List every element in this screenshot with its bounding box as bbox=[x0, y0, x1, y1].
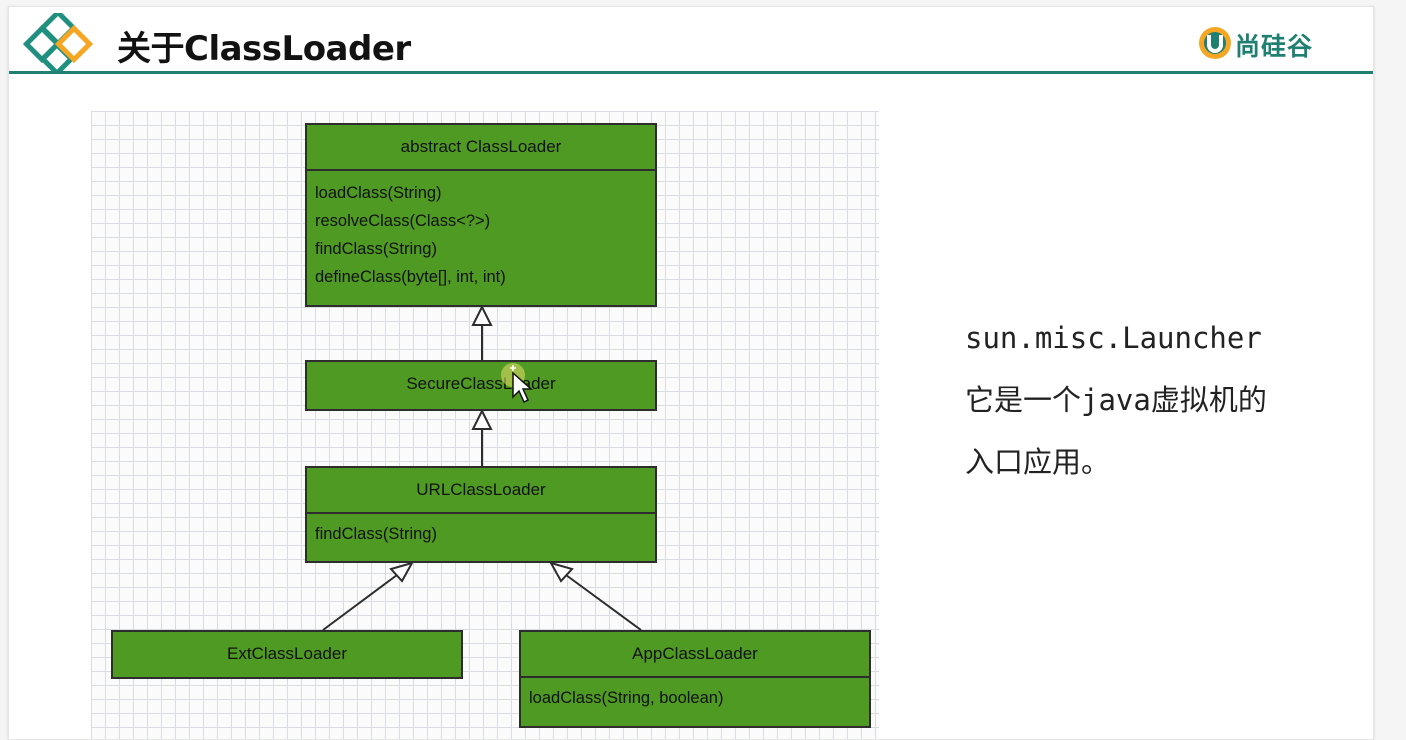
slide: 关于ClassLoader 尚硅谷 abst bbox=[8, 6, 1374, 740]
arrowhead-classloader bbox=[471, 304, 493, 326]
urlclassloader-name: URLClassLoader bbox=[307, 468, 655, 514]
extclassloader-name: ExtClassLoader bbox=[226, 644, 347, 663]
classloader-box: abstract ClassLoader loadClass(String) r… bbox=[305, 123, 657, 307]
slide-title: 关于ClassLoader bbox=[117, 29, 411, 69]
arrowhead-secure bbox=[471, 408, 493, 430]
title-underline bbox=[9, 71, 1373, 74]
appclassloader-name: AppClassLoader bbox=[521, 632, 869, 678]
edge-ext-to-url bbox=[322, 574, 398, 631]
method-item: loadClass(String) bbox=[315, 184, 442, 202]
launcher-note: sun.misc.Launcher 它是一个java虚拟机的 入口应用。 bbox=[965, 307, 1365, 493]
diamond-logo-icon bbox=[22, 13, 93, 73]
secureclassloader-box: SecureClassLoader bbox=[305, 360, 657, 411]
method-item: resolveClass(Class<?>) bbox=[315, 212, 491, 230]
edge-app-to-url bbox=[565, 574, 642, 631]
urlclassloader-methods: findClass(String) bbox=[307, 514, 655, 554]
arrowhead-url-left bbox=[389, 561, 415, 583]
method-item: findClass(String) bbox=[315, 240, 437, 258]
mouse-cursor-icon bbox=[501, 363, 533, 404]
note-line: sun.misc.Launcher bbox=[965, 321, 1262, 355]
appclassloader-box: AppClassLoader loadClass(String, boolean… bbox=[519, 630, 871, 728]
inheritance-arrows bbox=[322, 304, 642, 631]
note-line: 它是一个java虚拟机的 bbox=[965, 383, 1267, 417]
brand-u-icon bbox=[1199, 27, 1231, 59]
title-bar: 关于ClassLoader 尚硅谷 bbox=[9, 7, 1373, 75]
method-item: loadClass(String, boolean) bbox=[529, 689, 724, 707]
brand-name: 尚硅谷 bbox=[1235, 32, 1314, 61]
classloader-name: abstract ClassLoader bbox=[307, 125, 655, 171]
extclassloader-box: ExtClassLoader bbox=[111, 630, 463, 679]
urlclassloader-box: URLClassLoader findClass(String) bbox=[305, 466, 657, 563]
brand-logo: 尚硅谷 bbox=[1197, 25, 1357, 61]
class-hierarchy-diagram: abstract ClassLoader loadClass(String) r… bbox=[91, 111, 879, 739]
secureclassloader-name: SecureClassLoader bbox=[406, 374, 556, 393]
method-item: findClass(String) bbox=[315, 525, 437, 543]
arrowhead-url-right bbox=[548, 561, 574, 583]
classloader-methods: loadClass(String) resolveClass(Class<?>)… bbox=[307, 171, 655, 297]
note-line: 入口应用。 bbox=[965, 445, 1111, 479]
method-item: defineClass(byte[], int, int) bbox=[315, 268, 506, 286]
appclassloader-methods: loadClass(String, boolean) bbox=[521, 678, 869, 718]
